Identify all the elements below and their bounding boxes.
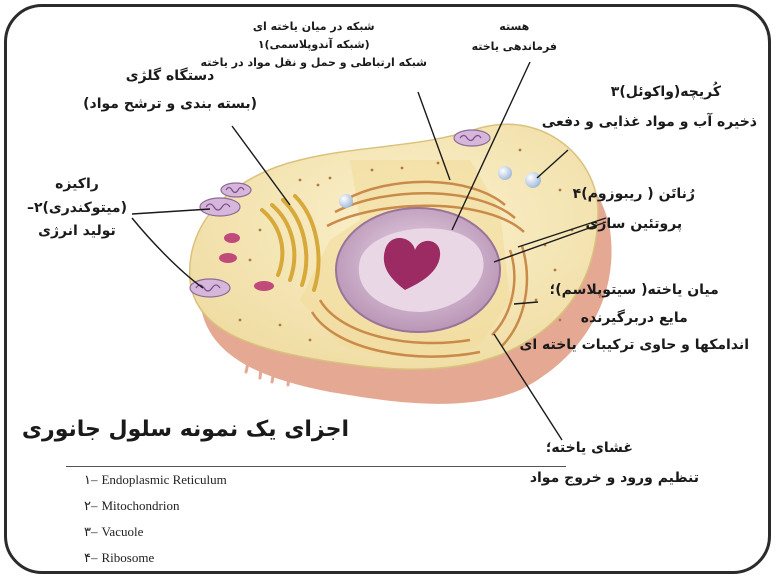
nucleus-description: فرماندهی یاخته [472,40,557,54]
legend-text: Vacuole [101,524,143,539]
cytoplasm-subtitle: مایع دربرگیرنده [519,310,749,328]
er-subtitle: (شبکه آندوپلاسمی)۱ [201,38,427,52]
legend-text: Ribosome [101,550,154,565]
er-label: شبکه در میان یاخته ای (شبکه آندوپلاسمی)۱… [201,20,427,69]
mitochondrion [221,183,251,197]
cytoplasm-title: میان یاخته( سیتوپلاسم)؛ [519,282,749,300]
legend-item: ۳– Vacuole [84,524,143,540]
organelle [219,253,237,263]
legend-item: ۲– Mitochondrion [84,498,179,514]
vacuole [498,166,512,180]
ribosome-description: پروتئین سازی [573,216,695,234]
mitochondrion [454,130,490,146]
cytoplasm-label: میان یاخته( سیتوپلاسم)؛ مایع دربرگیرنده … [519,282,749,355]
golgi-description: (بسته بندی و ترشح مواد) [83,96,257,114]
nucleus-label: هسته فرماندهی یاخته [472,20,557,54]
mitochondrion-subtitle: (میتوکندری)۲– [27,200,127,218]
organelle [224,233,240,243]
cytoplasm-description: اندامکها و حاوی ترکیبات یاخته ای [519,337,749,355]
vacuole [525,172,541,188]
vacuole-description: ذخیره آب و مواد غذایی و دفعی [542,114,757,132]
legend-text: Endoplasmic Reticulum [101,472,226,487]
mitochondrion [200,198,240,216]
legend-item: ۱– Endoplasmic Reticulum [84,472,227,488]
organelle [254,281,274,291]
ribosome-title: رُناتَن ( ریبوزوم)۴ [573,186,695,204]
vacuole [339,194,353,208]
vacuole-label: کُریچه(واکوئل)۳ ذخیره آب و مواد غذایی و … [542,84,757,131]
mitochondrion-description: تولید انرژی [27,223,127,241]
legend-number: ۳– [84,524,97,539]
er-title: شبکه در میان یاخته ای [201,20,427,34]
vacuole-title: کُریچه(واکوئل)۳ [542,84,721,102]
membrane-title: غشای یاخته؛ [530,440,649,458]
mito-leader-1 [132,209,210,214]
legend-divider [66,466,566,467]
legend-item: ۴– Ribosome [84,550,154,566]
legend-text: Mitochondrion [101,498,179,513]
mitochondrion-label: راکیزه (میتوکندری)۲– تولید انرژی [27,176,127,241]
nucleus-title: هسته [472,20,557,34]
legend-number: ۱– [84,472,97,487]
membrane-description: تنظیم ورود و خروج مواد [530,470,699,488]
mitochondrion-title: راکیزه [27,176,127,194]
golgi-label: دستگاه گلژی (بسته بندی و ترشح مواد) [83,68,257,113]
page-title: اجزای یک نمونه سلول جانوری [22,416,349,444]
mitochondrion [190,279,230,297]
golgi-title: دستگاه گلژی [83,68,257,86]
ribosome-label: رُناتَن ( ریبوزوم)۴ پروتئین سازی [573,186,695,233]
membrane-label: غشای یاخته؛ تنظیم ورود و خروج مواد [530,440,699,487]
legend-number: ۲– [84,498,97,513]
legend-number: ۴– [84,550,97,565]
